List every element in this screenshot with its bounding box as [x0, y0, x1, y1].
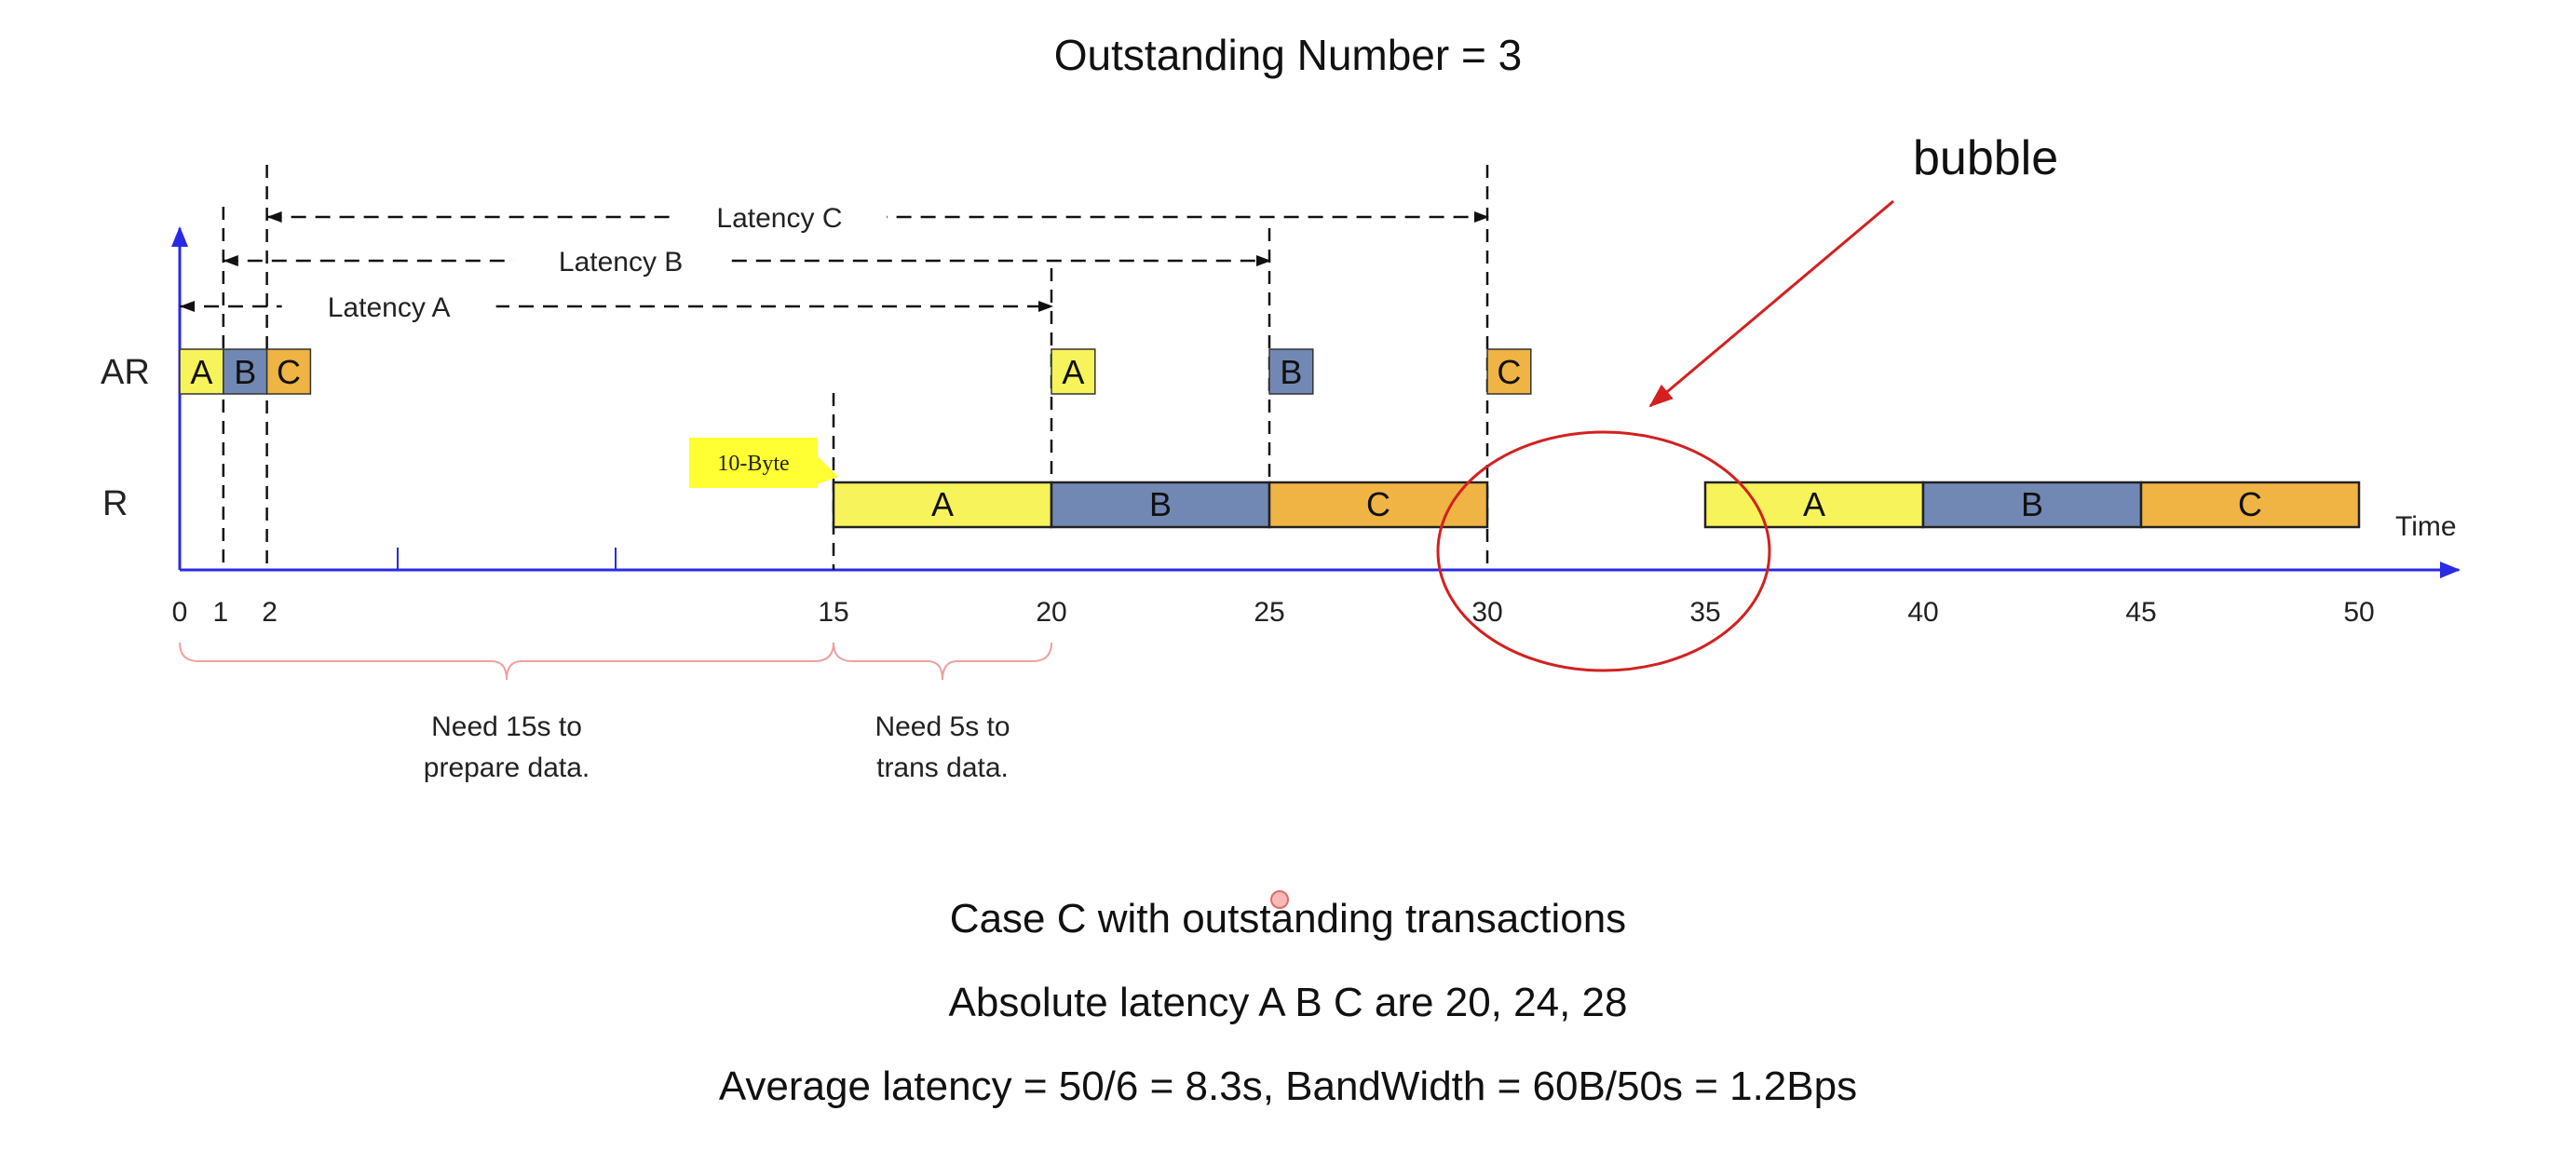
caption-3: Average latency = 50/6 = 8.3s, BandWidth…	[718, 1063, 1858, 1109]
axis-tick-label: 20	[1036, 597, 1066, 628]
latency-label: Latency C	[716, 203, 842, 234]
axis-tick-label: 0	[172, 597, 188, 628]
axis-tick-label: 45	[2125, 597, 2156, 628]
byte-callout: 10-Byte	[689, 438, 838, 488]
r-block-label: B	[2021, 485, 2043, 523]
bubble-arrow	[1648, 199, 1894, 408]
ar-block	[265, 348, 312, 395]
ar-block-label: A	[1062, 353, 1084, 391]
r-block-label: C	[1366, 485, 1390, 523]
r-block-label: A	[931, 485, 954, 523]
axis-tick-label: 2	[262, 597, 278, 628]
latency-arrow: Latency B	[223, 240, 1271, 278]
r-block-label: B	[1149, 485, 1172, 523]
diagram-title: Outstanding Number = 3	[1053, 31, 1523, 79]
latency-label: Latency B	[559, 247, 683, 278]
ar-block	[179, 348, 224, 395]
row-label-r: R	[102, 484, 128, 523]
latency-arrowhead	[266, 211, 282, 223]
axis-tick-label: 30	[1471, 597, 1502, 628]
brace-text-line1: Need 5s to	[874, 711, 1010, 742]
byte-callout-text: 10-Byte	[717, 452, 789, 476]
ar-block	[223, 348, 268, 395]
ar-block	[1268, 348, 1314, 395]
ar-block-label: B	[1280, 353, 1302, 391]
axis-tick-label: 40	[1907, 597, 1938, 628]
brace-text-line1: Need 15s to	[431, 711, 582, 742]
axis-tick-label: 35	[1689, 597, 1720, 628]
byte-callout-box	[689, 438, 818, 488]
ar-block-label: B	[234, 353, 256, 391]
latency-label: Latency A	[328, 292, 451, 323]
ar-block	[1051, 348, 1096, 395]
latency-label-bg	[281, 286, 496, 323]
latency-label-bg	[513, 240, 728, 278]
r-block	[1268, 481, 1489, 529]
axis-tick-label: 15	[818, 597, 848, 628]
axis-time-label: Time	[2395, 511, 2457, 542]
axis-tick-label: 25	[1254, 597, 1284, 628]
row-label-ar: AR	[101, 353, 150, 392]
r-block-label: A	[1803, 485, 1825, 523]
ar-block-label: C	[1497, 353, 1521, 391]
byte-callout-pointer	[818, 456, 838, 484]
r-block-label: C	[2238, 485, 2262, 523]
ar-block-label: A	[190, 353, 212, 391]
r-block	[1050, 481, 1271, 529]
axis-tick-label: 1	[212, 597, 228, 628]
ar-block-label: C	[277, 353, 301, 391]
brace-text-line2: prepare data.	[424, 752, 590, 783]
brace	[833, 642, 1052, 681]
caption-2: Absolute latency A B C are 20, 24, 28	[948, 980, 1628, 1025]
ar-block	[1486, 348, 1532, 395]
brace-text-line2: trans data.	[876, 752, 1009, 783]
latency-arrowhead	[180, 301, 195, 312]
r-block	[832, 481, 1053, 529]
r-block	[2139, 481, 2361, 529]
axis-tick-label: 50	[2343, 597, 2374, 628]
bubble-label: bubble	[1913, 131, 2058, 185]
latency-label-bg	[671, 196, 887, 234]
brace	[179, 642, 834, 681]
latency-arrow: Latency A	[180, 286, 1053, 323]
latency-arrow: Latency C	[266, 196, 1489, 234]
r-block	[1921, 481, 2143, 529]
bubble-ellipse	[1436, 430, 1771, 672]
latency-arrowhead	[223, 255, 238, 266]
cursor-dot	[1270, 890, 1289, 909]
